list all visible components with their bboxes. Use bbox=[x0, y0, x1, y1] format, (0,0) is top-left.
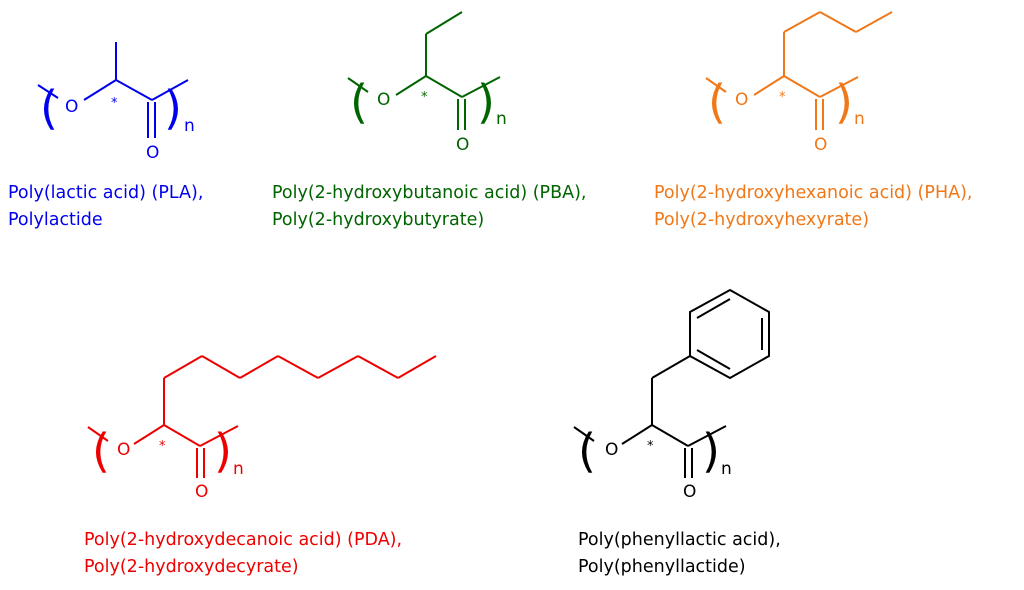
pda-name-line2: Poly(2-hydroxydecyrate) bbox=[84, 557, 299, 577]
pda-structure: ( O * O ) n bbox=[87, 355, 437, 502]
repeat-subscript: n bbox=[233, 459, 244, 479]
pla-name-line1: Poly(lactic acid) (PLA), bbox=[8, 183, 204, 203]
phenyllactic-structure: ( O * O ) n bbox=[573, 288, 770, 502]
svg-text:): ) bbox=[835, 75, 853, 129]
phenyllactic-caption: Poly(phenyllactic acid), Poly(phenyllact… bbox=[578, 527, 781, 581]
svg-text:): ) bbox=[164, 81, 182, 135]
carbonyl-oxygen: O bbox=[683, 482, 696, 502]
carbonyl-oxygen: O bbox=[814, 135, 827, 155]
phenyllactic-name-line2: Poly(phenyllactide) bbox=[578, 557, 746, 577]
pba-structure: ( O * O ) n bbox=[347, 11, 507, 155]
chiral-mark: * bbox=[779, 90, 786, 105]
svg-text:): ) bbox=[702, 424, 720, 478]
repeat-subscript: n bbox=[184, 116, 195, 136]
svg-text:(: ( bbox=[578, 424, 596, 478]
chiral-mark: * bbox=[111, 96, 118, 111]
chiral-mark: * bbox=[421, 90, 428, 105]
pha-name-line1: Poly(2-hydroxyhexanoic acid) (PHA), bbox=[654, 183, 973, 203]
oxygen-atom: O bbox=[377, 90, 390, 110]
svg-text:): ) bbox=[214, 424, 232, 478]
svg-text:(: ( bbox=[708, 75, 726, 129]
oxygen-atom: O bbox=[117, 440, 130, 460]
carbonyl-oxygen: O bbox=[195, 482, 208, 502]
pla-structure: ( O * O ) n bbox=[37, 42, 195, 163]
pha-name-line2: Poly(2-hydroxyhexyrate) bbox=[654, 210, 870, 230]
pba-name-line1: Poly(2-hydroxybutanoic acid) (PBA), bbox=[272, 183, 587, 203]
benzene-ring bbox=[689, 288, 770, 380]
repeat-subscript: n bbox=[496, 109, 507, 129]
svg-text:(: ( bbox=[40, 81, 58, 135]
pda-name-line1: Poly(2-hydroxydecanoic acid) (PDA), bbox=[84, 530, 403, 550]
pha-caption: Poly(2-hydroxyhexanoic acid) (PHA), Poly… bbox=[654, 180, 972, 234]
pla-name-line2: Polylactide bbox=[8, 210, 103, 230]
svg-text:): ) bbox=[477, 75, 495, 129]
pda-caption: Poly(2-hydroxydecanoic acid) (PDA), Poly… bbox=[84, 527, 402, 581]
repeat-subscript: n bbox=[721, 459, 732, 479]
oxygen-atom: O bbox=[65, 97, 78, 117]
carbonyl-oxygen: O bbox=[146, 143, 159, 163]
svg-text:(: ( bbox=[92, 424, 110, 478]
pba-name-line2: Poly(2-hydroxybutyrate) bbox=[272, 210, 485, 230]
carbonyl-oxygen: O bbox=[456, 135, 469, 155]
pba-caption: Poly(2-hydroxybutanoic acid) (PBA), Poly… bbox=[272, 180, 586, 234]
oxygen-atom: O bbox=[735, 90, 748, 110]
svg-text:(: ( bbox=[350, 75, 368, 129]
chiral-mark: * bbox=[647, 439, 654, 454]
phenyllactic-name-line1: Poly(phenyllactic acid), bbox=[578, 530, 781, 550]
repeat-subscript: n bbox=[854, 109, 865, 129]
chiral-mark: * bbox=[159, 439, 166, 454]
oxygen-atom: O bbox=[605, 440, 618, 460]
pla-caption: Poly(lactic acid) (PLA), Polylactide bbox=[8, 180, 203, 234]
pha-structure: ( O * O ) n bbox=[705, 11, 893, 155]
